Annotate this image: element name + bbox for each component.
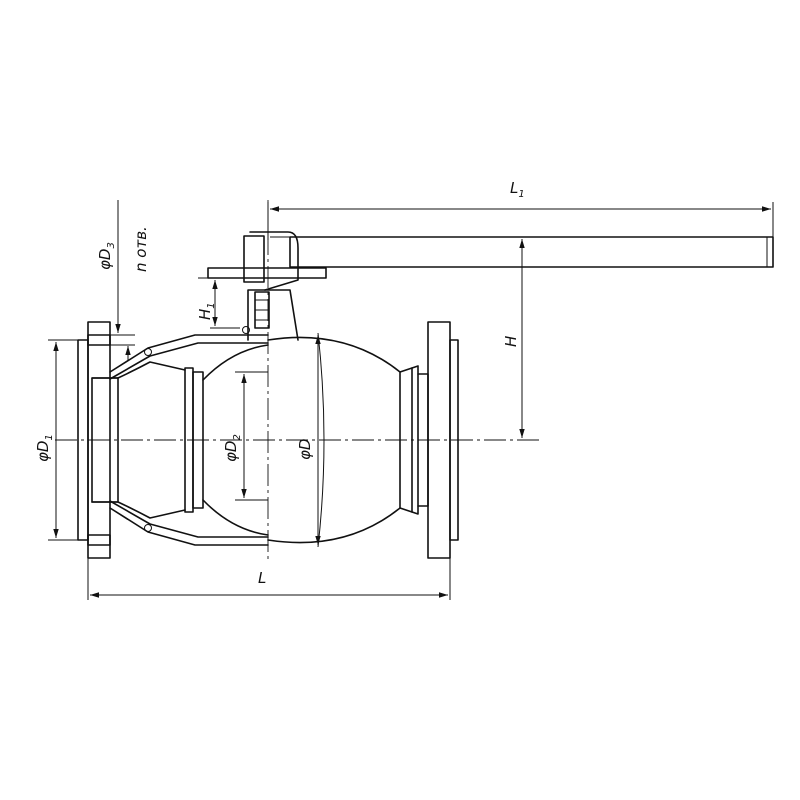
left-body-section: [109, 326, 269, 546]
dimension-labels: L1 L H H1 φD1 φD2 φD φD3 n отв.: [34, 179, 525, 587]
right-flange: [427, 321, 459, 559]
stem-assembly: [207, 231, 774, 341]
label-h: H: [502, 336, 520, 347]
label-holes: n отв.: [132, 226, 150, 272]
label-h1: H1: [196, 302, 217, 320]
dimensions: [48, 200, 774, 600]
label-d3: φD3: [96, 242, 117, 270]
label-l: L: [258, 569, 266, 587]
label-d2: φD2: [222, 434, 243, 462]
label-l1: L1: [510, 179, 525, 200]
label-d: φD: [296, 439, 314, 460]
label-d1: φD1: [34, 434, 55, 462]
